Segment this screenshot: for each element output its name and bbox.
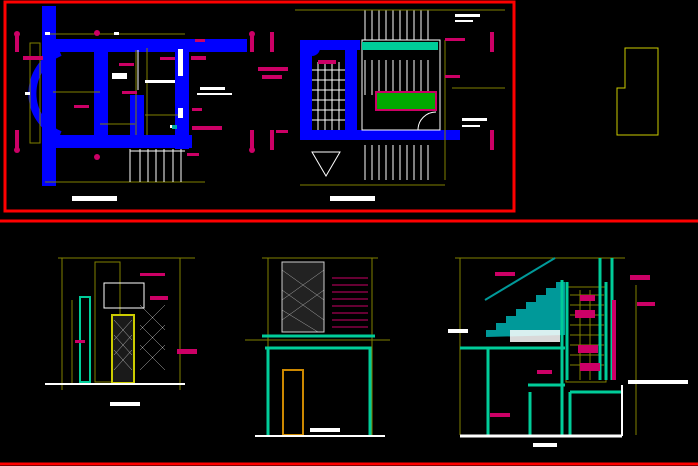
- selection-frame: [3, 0, 516, 213]
- floor-plan-1: [14, 6, 255, 201]
- detail-outline: [616, 47, 659, 136]
- floor-plan-2: [258, 9, 505, 201]
- elevation-2: [245, 257, 390, 437]
- hatched-slab: [510, 330, 560, 342]
- door: [282, 369, 304, 436]
- elevation-1: [45, 257, 197, 406]
- section-marker-icons: [14, 30, 255, 160]
- planter: [375, 91, 437, 111]
- section-1: [448, 257, 688, 447]
